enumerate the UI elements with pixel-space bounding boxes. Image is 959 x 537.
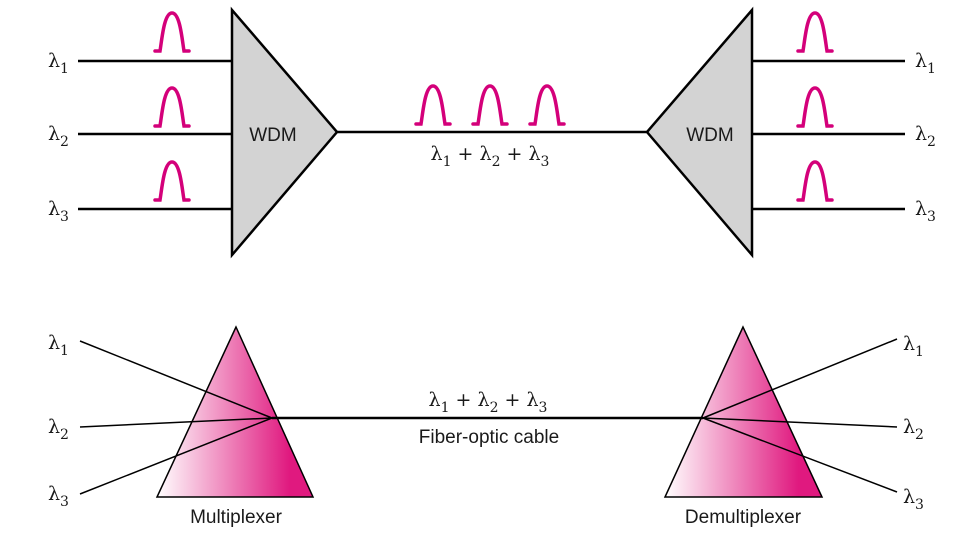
bottom-output-ray-2 bbox=[702, 417, 898, 428]
multiplexer-label: Multiplexer bbox=[190, 507, 283, 528]
bottom-combined-label: λ1 + λ2 + λ3 bbox=[429, 389, 548, 416]
demultiplexer-prism bbox=[663, 325, 824, 498]
bottom-output-lambda-2: λ2 bbox=[903, 416, 924, 443]
top-output-lambda-3: λ3 bbox=[915, 198, 936, 225]
top-output-lambda-2: λ2 bbox=[915, 123, 936, 150]
bottom-input-lambda-2: λ2 bbox=[48, 416, 69, 443]
top-mux-triangle bbox=[230, 6, 339, 259]
pulse-icon bbox=[153, 160, 191, 202]
pulse-icon bbox=[471, 84, 509, 126]
bottom-prism-section: λ1 λ2 λ3 λ1 λ2 λ3 λ1 + λ2 + λ3 Fiber-opt… bbox=[48, 325, 924, 528]
demultiplexer-label: Demultiplexer bbox=[685, 507, 802, 528]
multiplexer-prism bbox=[155, 325, 315, 498]
bottom-input-ray-1 bbox=[79, 340, 273, 419]
top-input-lambda-3: λ3 bbox=[48, 198, 69, 225]
bottom-output-ray-1 bbox=[702, 338, 898, 419]
bottom-input-lambda-3: λ3 bbox=[48, 483, 69, 510]
top-demux-triangle bbox=[645, 6, 754, 259]
cable-label: Fiber-optic cable bbox=[419, 427, 559, 448]
top-combined-label: λ1 + λ2 + λ3 bbox=[431, 143, 550, 170]
bottom-output-lambda-1: λ1 bbox=[903, 333, 924, 360]
pulse-icon bbox=[153, 86, 191, 128]
pulse-icon bbox=[414, 84, 452, 126]
pulse-icon bbox=[796, 11, 834, 53]
top-input-lambda-1: λ1 bbox=[48, 50, 69, 77]
bottom-input-ray-2 bbox=[79, 417, 273, 428]
top-wdm-section: WDM WDM λ1 λ2 λ3 λ1 λ2 λ3 λ1 + λ2 + λ3 bbox=[48, 6, 936, 259]
bottom-output-lambda-3: λ3 bbox=[903, 486, 924, 513]
bottom-output-ray-3 bbox=[702, 417, 898, 493]
pulse-icon bbox=[796, 86, 834, 128]
bottom-input-lambda-1: λ1 bbox=[48, 332, 69, 359]
top-demux-label: WDM bbox=[686, 125, 733, 146]
top-output-lambda-1: λ1 bbox=[915, 50, 936, 77]
pulse-icon bbox=[528, 84, 566, 126]
pulse-icon bbox=[153, 11, 191, 53]
pulse-icon bbox=[796, 160, 834, 202]
bottom-input-ray-3 bbox=[79, 417, 273, 495]
top-mux-label: WDM bbox=[249, 125, 296, 146]
top-input-lambda-2: λ2 bbox=[48, 123, 69, 150]
